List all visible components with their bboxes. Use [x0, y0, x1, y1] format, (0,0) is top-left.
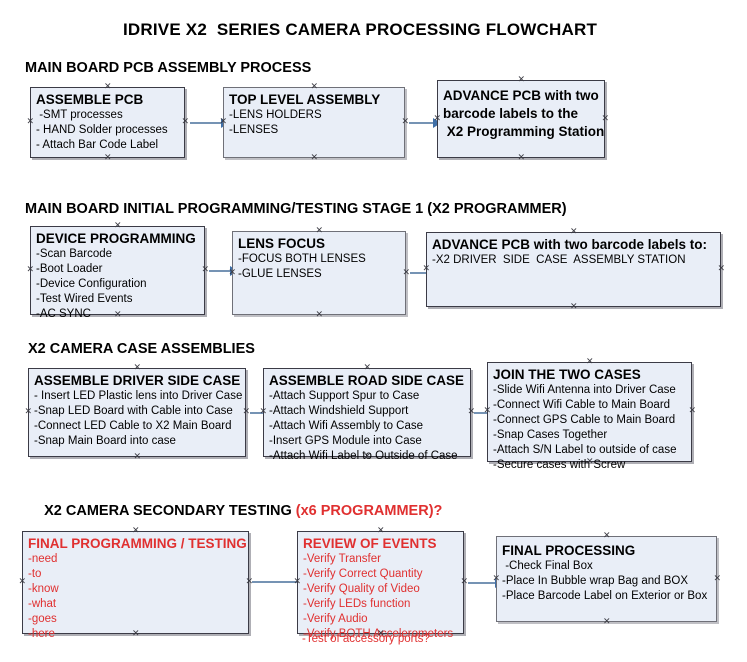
- box-title: ASSEMBLE PCB: [36, 92, 144, 107]
- box-line: -Device Configuration: [36, 278, 147, 290]
- box-join-the-two-cases[interactable]: JOIN THE TWO CASES -Slide Wifi Antenna i…: [487, 362, 692, 471]
- box-title: FINAL PROCESSING: [502, 543, 636, 558]
- box-line: -Verify Correct Quantity: [303, 568, 423, 580]
- section-heading-red-suffix: (x6 PROGRAMMER)?: [295, 503, 443, 519]
- box-line: -Test Wired Events: [36, 293, 133, 305]
- box-line: -Verify BOTH Accelerometers: [303, 628, 454, 640]
- box-title-cont: barcode labels to the: [443, 106, 579, 121]
- box-line: -LENSES: [229, 124, 279, 136]
- box-line: -Attach Support Spur to Case: [269, 390, 420, 402]
- box-line: -Verify Transfer: [303, 553, 381, 565]
- box-line: -Place Barcode Label on Exterior or Box: [502, 590, 708, 602]
- connector-line: [252, 581, 298, 583]
- box-line: -Snap LED Board with Cable into Case: [34, 405, 233, 417]
- connector-arrow: [409, 117, 441, 128]
- box-review-of-events[interactable]: REVIEW OF EVENTS -Verify Transfer -Verif…: [297, 531, 464, 640]
- connector-arrow: [190, 117, 229, 128]
- page-title: IDRIVE X2 SERIES CAMERA PROCESSING FLOWC…: [123, 20, 598, 39]
- section-heading-x2-camera-secondary-testing: X2 CAMERA SECONDARY TESTING (x6 PROGRAMM…: [28, 487, 442, 535]
- box-title: LENS FOCUS: [238, 236, 326, 251]
- box-line: -Snap Main Board into case: [34, 435, 176, 447]
- box-final-programming-testing[interactable]: FINAL PROGRAMMING / TESTING -need -to -k…: [22, 531, 249, 640]
- connector-arrow: [468, 577, 503, 588]
- box-line: -Connect Wifi Cable to Main Board: [493, 399, 671, 411]
- box-overflow-line: -Test of accessory ports?: [302, 633, 430, 645]
- box-line: -AC SYNC: [36, 308, 91, 320]
- box-line: -Check Final Box: [502, 560, 593, 572]
- box-line: -Attach S/N Label to outside of case: [493, 444, 677, 456]
- box-line: -Snap Cases Together: [493, 429, 608, 441]
- box-title: ASSEMBLE ROAD SIDE CASE: [269, 373, 465, 388]
- box-line: -SMT processes: [36, 109, 123, 121]
- box-line: -GLUE LENSES: [238, 268, 322, 280]
- section-heading-main-board-pcb-assembly: MAIN BOARD PCB ASSEMBLY PROCESS: [25, 60, 312, 76]
- box-line: -goes: [28, 613, 57, 625]
- connector-arrow: [209, 265, 238, 276]
- box-line: - Insert LED Plastic lens into Driver Ca…: [34, 390, 243, 402]
- box-title: ADVANCE PCB with two: [443, 88, 599, 103]
- box-final-processing[interactable]: FINAL PROCESSING -Check Final Box -Place…: [496, 536, 717, 622]
- box-line: -need: [28, 553, 58, 565]
- box-assemble-road-side-case[interactable]: ASSEMBLE ROAD SIDE CASE -Attach Support …: [263, 368, 471, 462]
- box-line: -Secure cases with Screw: [493, 459, 626, 471]
- box-line: -FOCUS BOTH LENSES: [238, 253, 366, 265]
- box-line: -Attach Wifi Assembly to Case: [269, 420, 424, 432]
- box-device-programming[interactable]: DEVICE PROGRAMMING -Scan Barcode -Boot L…: [30, 226, 205, 320]
- box-top-level-assembly[interactable]: TOP LEVEL ASSEMBLY -LENS HOLDERS -LENSES: [223, 87, 405, 158]
- section-heading-x2-camera-case-assemblies: X2 CAMERA CASE ASSEMBLIES: [28, 341, 255, 357]
- box-line: -Attach Wifi Label to Outside of Case: [269, 450, 458, 462]
- box-line: -Attach Windshield Support: [269, 405, 409, 417]
- box-title: ASSEMBLE DRIVER SIDE CASE: [34, 373, 241, 388]
- box-title: DEVICE PROGRAMMING: [36, 231, 196, 246]
- box-line: -LENS HOLDERS: [229, 109, 322, 121]
- section-heading-text: X2 CAMERA SECONDARY TESTING: [44, 503, 296, 519]
- box-line: -Slide Wifi Antenna into Driver Case: [493, 384, 676, 396]
- box-title: TOP LEVEL ASSEMBLY: [229, 92, 381, 107]
- box-line: - HAND Solder processes: [36, 124, 168, 136]
- box-title-cont: X2 Programming Station: [443, 124, 605, 139]
- box-line: -to: [28, 568, 42, 580]
- box-title: REVIEW OF EVENTS: [303, 536, 437, 551]
- box-line: -here: [28, 628, 55, 640]
- box-line: -Connect LED Cable to X2 Main Board: [34, 420, 232, 432]
- box-assemble-pcb[interactable]: ASSEMBLE PCB -SMT processes - HAND Solde…: [30, 87, 185, 158]
- box-line: -Scan Barcode: [36, 248, 113, 260]
- box-advance-pcb-to-driver-side-case[interactable]: ADVANCE PCB with two barcode labels to: …: [426, 232, 721, 307]
- box-line: -Verify Audio: [303, 613, 368, 625]
- box-title: JOIN THE TWO CASES: [493, 367, 641, 382]
- box-lens-focus[interactable]: LENS FOCUS -FOCUS BOTH LENSES -GLUE LENS…: [232, 231, 406, 315]
- box-line: -Insert GPS Module into Case: [269, 435, 422, 447]
- box-line: -Place In Bubble wrap Bag and BOX: [502, 575, 689, 587]
- box-title: FINAL PROGRAMMING / TESTING: [28, 536, 247, 551]
- box-advance-pcb-to-programming-station[interactable]: ADVANCE PCB with two barcode labels to t…: [437, 80, 605, 158]
- box-line: -know: [28, 583, 59, 595]
- box-assemble-driver-side-case[interactable]: ASSEMBLE DRIVER SIDE CASE - Insert LED P…: [28, 368, 246, 457]
- box-line: -what: [28, 598, 57, 610]
- section-heading-main-board-initial-programming: MAIN BOARD INITIAL PROGRAMMING/TESTING S…: [25, 201, 567, 217]
- box-line: -Verify LEDs function: [303, 598, 411, 610]
- box-line: -Boot Loader: [36, 263, 103, 275]
- box-title: ADVANCE PCB with two barcode labels to:: [432, 237, 708, 252]
- box-line: - Attach Bar Code Label: [36, 139, 159, 151]
- box-line: -Connect GPS Cable to Main Board: [493, 414, 676, 426]
- box-line: -Verify Quality of Video: [303, 583, 420, 595]
- box-line: -X2 DRIVER SIDE CASE ASSEMBLY STATION: [432, 254, 686, 266]
